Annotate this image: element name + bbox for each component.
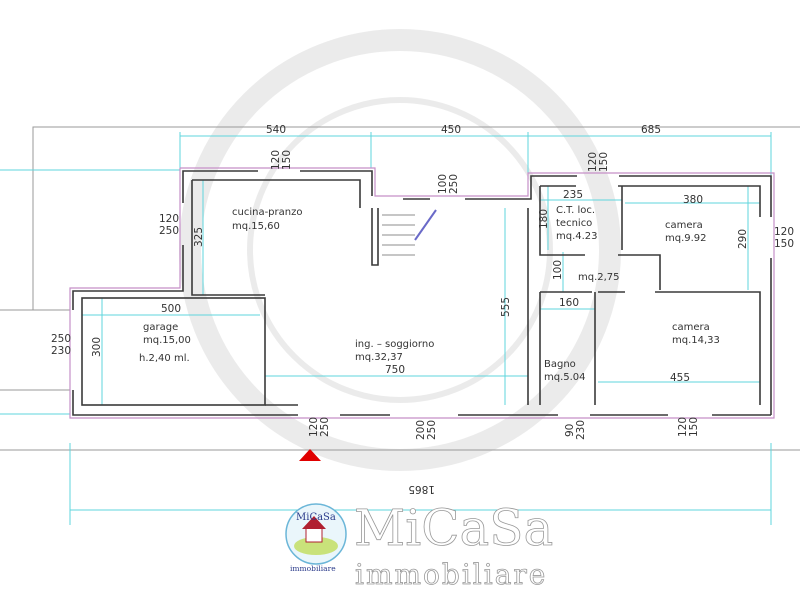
dimension-lines <box>69 132 772 525</box>
room-area: mq.32,37 <box>355 352 403 363</box>
room-area: mq.5.04 <box>544 372 586 383</box>
entrance-arrow-icon <box>299 449 321 461</box>
dim-label-total: 1865 <box>408 483 435 495</box>
dimension-labels: 540 450 685 500 300 325 750 555 235 180 … <box>51 124 794 495</box>
staircase <box>382 209 437 256</box>
opening-label: 120 <box>774 226 794 238</box>
opening-label: 150 <box>688 417 700 437</box>
opening-label: 120 <box>677 417 689 437</box>
opening-label: 250 <box>51 333 71 345</box>
room-name: garage <box>143 322 178 333</box>
room-name: camera <box>672 322 710 333</box>
exterior-outline <box>69 167 775 419</box>
opening-label: 150 <box>598 152 610 172</box>
dim-label: 180 <box>538 209 550 229</box>
dim-label: 325 <box>193 227 205 247</box>
dim-label: 750 <box>385 364 405 376</box>
opening-label: 230 <box>51 345 71 357</box>
room-name: cucina-pranzo <box>232 207 302 218</box>
dim-label: 540 <box>266 124 286 136</box>
opening-label: 100 <box>437 174 449 194</box>
logo-brand: MiCaSa <box>354 499 553 557</box>
room-name: Bagno <box>544 359 576 370</box>
watermark <box>179 29 621 471</box>
walls <box>72 170 772 416</box>
opening-label: 120 <box>587 152 599 172</box>
dim-label: 235 <box>563 189 583 201</box>
dim-label: 555 <box>500 297 512 317</box>
dim-label: 500 <box>161 303 181 315</box>
room-name: camera <box>665 220 703 231</box>
opening-label: 250 <box>426 420 438 440</box>
logo-badge-text: MiCaSa <box>296 512 336 523</box>
site-lines <box>0 126 800 451</box>
logo-badge-subtext: immobiliare <box>290 564 336 573</box>
opening-label: 90 <box>564 424 576 437</box>
room-area: mq.15,00 <box>143 335 191 346</box>
room-area: mq.14,33 <box>672 335 720 346</box>
opening-label: 120 <box>308 417 320 437</box>
room-name: tecnico <box>556 218 592 229</box>
opening-label: 230 <box>575 420 587 440</box>
dim-label: 290 <box>737 229 749 249</box>
room-name: ing. – soggiorno <box>355 339 434 350</box>
room-area: mq.2,75 <box>578 272 620 283</box>
opening-label: 250 <box>159 225 179 237</box>
room-area: mq.4.23 <box>556 231 598 242</box>
logo: MiCaSa immobiliare MiCaSa immobiliare <box>285 499 554 591</box>
opening-label: 150 <box>281 150 293 170</box>
dim-label: 100 <box>552 260 564 280</box>
opening-label: 200 <box>415 420 427 440</box>
logo-sub: immobiliare <box>355 558 547 591</box>
opening-label: 120 <box>159 213 179 225</box>
opening-label: 120 <box>270 150 282 170</box>
opening-label: 150 <box>774 238 794 250</box>
dim-label: 300 <box>91 337 103 357</box>
dim-label: 455 <box>670 372 690 384</box>
dim-label: 685 <box>641 124 661 136</box>
opening-label: 250 <box>448 174 460 194</box>
room-height: h.2,40 ml. <box>139 353 190 364</box>
room-area: mq.15,60 <box>232 221 280 232</box>
room-labels: cucina-pranzo mq.15,60 garage mq.15,00 h… <box>139 205 720 383</box>
dim-label: 450 <box>441 124 461 136</box>
dim-label: 160 <box>559 297 579 309</box>
room-area: mq.9.92 <box>665 233 707 244</box>
opening-label: 250 <box>319 417 331 437</box>
dim-label: 380 <box>683 194 703 206</box>
logo-badge: MiCaSa immobiliare <box>285 503 347 573</box>
room-name: C.T. loc. <box>556 205 595 216</box>
